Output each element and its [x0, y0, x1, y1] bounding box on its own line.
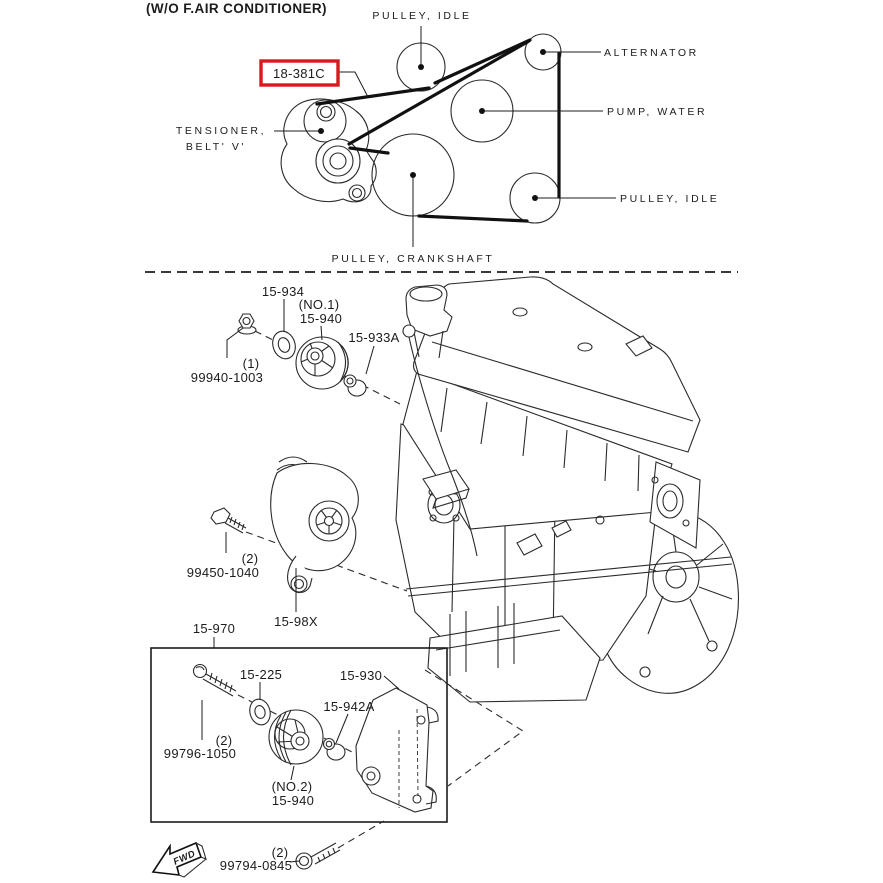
label-99794-0845: 99794-0845 — [220, 858, 292, 873]
drive-belt — [315, 38, 561, 223]
exploded-group-idler-no1: 15-934 (NO.1) 15-940 15-933A (1) 99940-1… — [191, 284, 401, 405]
exploded-group-tensioner: (2) 99450-1040 15-98X — [187, 456, 408, 629]
label-qty-2a: (2) — [242, 551, 259, 566]
bolt-99794-0845 — [295, 842, 341, 870]
label-15-934: 15-934 — [262, 284, 304, 299]
label-pulley-idle-top: PULLEY, IDLE — [372, 10, 471, 22]
label-15-940-no1: 15-940 — [300, 311, 342, 326]
label-qty-1: (1) — [243, 356, 260, 371]
label-pulley-crankshaft: PULLEY, CRANKSHAFT — [332, 253, 495, 265]
label-15-970: 15-970 — [193, 621, 235, 636]
label-no2: (NO.2) — [272, 779, 313, 794]
bushing-15-933A — [343, 374, 367, 397]
bracket-15-930 — [355, 687, 439, 813]
label-tensioner-line2: BELT' V' — [186, 141, 246, 153]
group-box-15-970 — [150, 647, 448, 823]
pulley-15-940-no2 — [268, 709, 324, 766]
washer-15-225 — [249, 698, 271, 726]
label-99940-1003: 99940-1003 — [191, 370, 263, 385]
label-alternator: ALTERNATOR — [604, 47, 699, 59]
highlight-box[interactable] — [259, 59, 340, 87]
label-99450-1040: 99450-1040 — [187, 565, 259, 580]
belt-leader-lines — [274, 26, 616, 247]
washer-15-934 — [272, 330, 296, 360]
label-15-930: 15-930 — [340, 668, 382, 683]
nut-99940-1003 — [237, 313, 257, 335]
label-15-933A: 15-933A — [348, 330, 399, 345]
highlight-part-number[interactable]: 18-381C — [273, 66, 325, 81]
bolt-99796-1050 — [192, 663, 237, 697]
label-pulley-idle-bottom: PULLEY, IDLE — [620, 193, 719, 205]
fwd-direction-arrow: FWD — [151, 841, 207, 878]
bottom-bolt-group: (2) 99794-0845 — [220, 820, 385, 873]
label-qty-2b: (2) — [216, 733, 233, 748]
label-15-942A: 15-942A — [323, 699, 374, 714]
label-pump-water: PUMP, WATER — [607, 106, 707, 118]
label-qty-2c: (2) — [272, 845, 289, 860]
highlighted-part-callout[interactable]: 18-381C — [259, 59, 369, 98]
label-no1: (NO.1) — [299, 297, 340, 312]
label-15-98X: 15-98X — [274, 614, 318, 629]
label-15-940-no2: 15-940 — [272, 793, 314, 808]
label-15-225: 15-225 — [240, 667, 282, 682]
tensioner-15-98X — [270, 456, 359, 594]
locator-dash-diamond — [424, 669, 524, 787]
label-tensioner-line1: TENSIONER, — [176, 125, 266, 137]
engine-illustration — [395, 276, 739, 703]
diagram-title: (W/O F.AIR CONDITIONER) — [146, 1, 327, 16]
pulley-15-940-no1 — [295, 336, 349, 390]
label-99796-1050: 99796-1050 — [164, 746, 236, 761]
fwd-arrow-shape — [151, 841, 203, 876]
belt-routing-diagram: 18-381C (W/O F.AIR CONDITIONER) PULLEY, … — [146, 1, 719, 265]
bolt-99450-1040 — [210, 507, 247, 534]
bushing-15-942A — [322, 737, 346, 761]
boxed-group-15-970: 15-970 — [150, 621, 448, 823]
